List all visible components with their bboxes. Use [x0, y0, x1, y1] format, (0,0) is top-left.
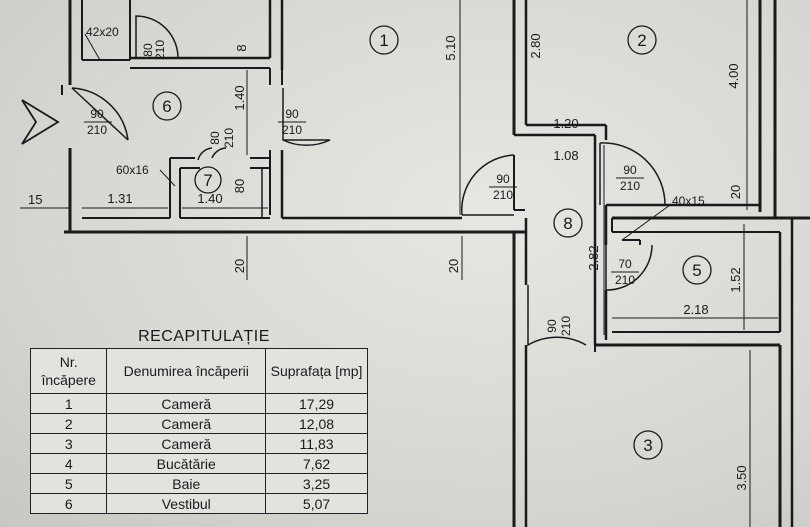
door-r2-height: 210: [620, 179, 640, 193]
door-mid-height: 210: [282, 123, 302, 137]
dim-2-80: 2.80: [528, 33, 543, 58]
door-swing: [605, 244, 653, 291]
dim-5-10: 5.10: [443, 35, 458, 60]
cell-nr: 2: [29, 413, 108, 434]
cell-name: Baie: [106, 473, 267, 494]
door-entry-width: 90: [90, 107, 104, 121]
dim-1-52: 1.52: [728, 267, 743, 292]
recap-title: RECAPITULAȚIE: [138, 328, 270, 345]
dim-2-18: 2.18: [683, 302, 708, 317]
table-header-row: Nr. încăpere Denumirea încăperii Suprafa…: [29, 348, 368, 394]
room-circle-1: [369, 25, 399, 55]
room-label-7: 7: [203, 171, 212, 190]
door-entry-height: 210: [87, 123, 107, 137]
header-name: Denumirea încăperii: [106, 348, 267, 394]
room-circle-7: [194, 166, 222, 194]
room-circle-6: [152, 91, 182, 121]
room-circle-5: [682, 255, 712, 285]
dim-40x15: 40x15: [672, 194, 705, 208]
header-area: Suprafața [mp]: [265, 348, 368, 394]
door-swing: [71, 87, 129, 141]
cell-nr: 3: [29, 433, 108, 454]
room-label-1: 1: [379, 31, 388, 50]
door-7-width: 80: [208, 131, 222, 145]
door-swing: [599, 142, 666, 206]
cell-area: 12,08: [265, 413, 368, 434]
cell-name: Vestibul: [106, 493, 267, 514]
room-label-6: 6: [162, 97, 171, 116]
cell-area: 17,29: [265, 393, 368, 414]
door-swing: [197, 147, 213, 161]
cell-nr: 1: [29, 393, 108, 414]
dim-60x16: 60x16: [116, 163, 149, 177]
cell-name: Cameră: [106, 433, 267, 454]
table-row: 6 Vestibul 5,07: [29, 493, 368, 514]
dim-80: 80: [232, 179, 247, 193]
door-7-height: 210: [222, 128, 236, 148]
door-r3-height: 210: [559, 316, 573, 336]
room-circle-3: [633, 430, 663, 460]
door-r1-width: 90: [496, 172, 510, 186]
door-r3-width: 90: [545, 319, 559, 333]
cell-name: Cameră: [106, 393, 267, 414]
table-row: 1 Cameră 17,29: [29, 393, 368, 414]
dim-20-c: 20: [728, 185, 743, 199]
room-label-5: 5: [692, 261, 701, 280]
table-row: 2 Cameră 12,08: [29, 413, 368, 434]
door-swing: [527, 285, 587, 347]
door-mid-width: 90: [285, 107, 299, 121]
cell-nr: 4: [29, 453, 108, 474]
door-r2-width: 90: [623, 163, 637, 177]
dim-15: 15: [28, 192, 42, 207]
entry-arrow-icon: [21, 99, 60, 145]
room-label-2: 2: [637, 31, 646, 50]
dim-1-40-v: 1.40: [232, 85, 247, 110]
table-row: 4 Bucătărie 7,62: [29, 453, 368, 474]
cell-area: 3,25: [265, 473, 368, 494]
door-r1-height: 210: [493, 188, 513, 202]
door-swing: [461, 154, 515, 216]
door-swing: [211, 147, 227, 159]
cell-nr: 6: [29, 493, 108, 514]
door-bath-width: 70: [618, 257, 632, 271]
cell-area: 7,62: [265, 453, 368, 474]
dim-20-b: 20: [446, 259, 461, 273]
room-circle-2: [627, 25, 657, 55]
dim-2-82: 2.82: [586, 245, 601, 270]
dim-3-50: 3.50: [734, 465, 749, 490]
table-row: 3 Cameră 11,83: [29, 433, 368, 454]
header-nr: Nr. încăpere: [29, 348, 108, 394]
door-top-width: 80: [141, 43, 155, 57]
room-circle-8: [553, 208, 583, 238]
cell-name: Cameră: [106, 413, 267, 434]
door-bath-height: 210: [615, 273, 635, 287]
cell-area: 5,07: [265, 493, 368, 514]
dim-1-31: 1.31: [107, 191, 132, 206]
cell-name: Bucătărie: [106, 453, 267, 474]
recap-section: RECAPITULAȚIE Nr. încăpere Denumirea înc…: [29, 328, 368, 514]
dim-8: 8: [234, 44, 249, 51]
dim-1-20: 1.20: [553, 116, 578, 131]
dim-20-a: 20: [232, 259, 247, 273]
cell-area: 11,83: [265, 433, 368, 454]
cell-nr: 5: [29, 473, 108, 494]
door-swing: [282, 88, 331, 147]
room-label-3: 3: [643, 436, 652, 455]
table-row: 5 Baie 3,25: [29, 473, 368, 494]
door-swing: [135, 15, 179, 59]
dim-42x20: 42x20: [86, 25, 119, 39]
recap-table: Nr. încăpere Denumirea încăperii Suprafa…: [29, 348, 368, 514]
door-top-height: 210: [153, 40, 167, 60]
dim-1-40-h: 1.40: [197, 191, 222, 206]
room-label-8: 8: [563, 214, 572, 233]
dim-1-08: 1.08: [553, 148, 578, 163]
dim-4-00: 4.00: [726, 63, 741, 88]
